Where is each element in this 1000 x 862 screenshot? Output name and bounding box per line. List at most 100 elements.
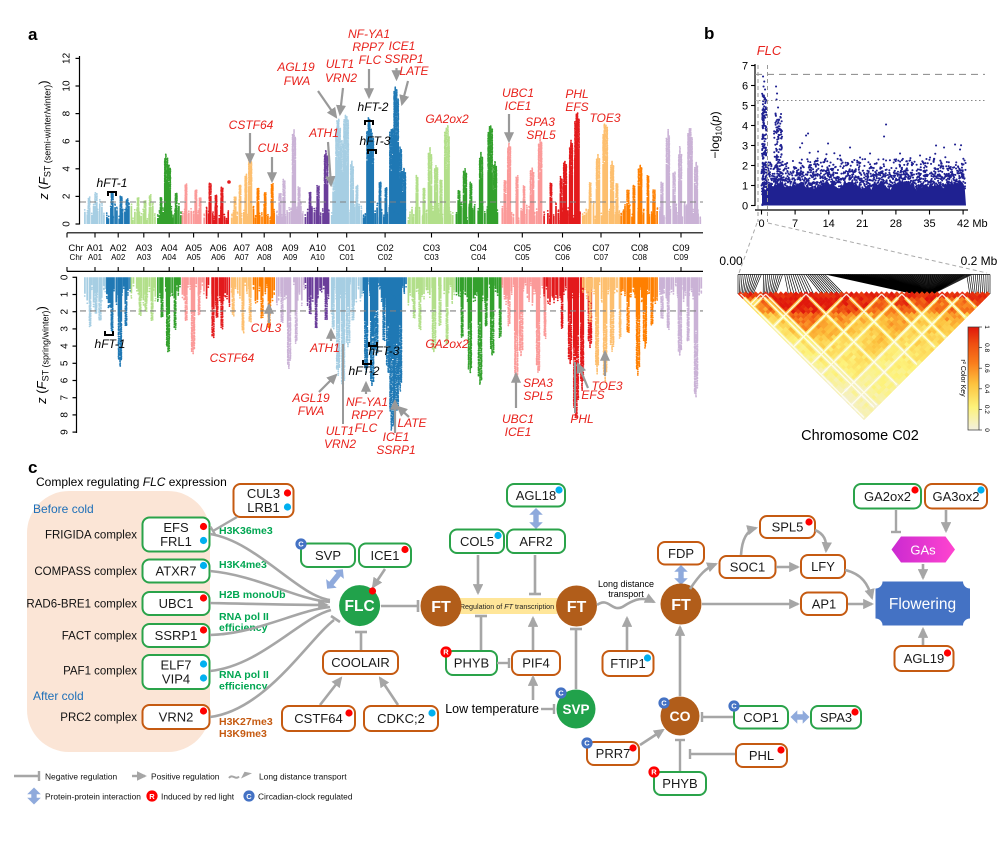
svg-text:0.4: 0.4 [983, 384, 990, 393]
svg-text:After cold: After cold [33, 689, 84, 703]
svg-text:Mb: Mb [972, 218, 987, 230]
svg-text:C09: C09 [672, 243, 689, 254]
svg-text:LFY: LFY [811, 559, 835, 574]
svg-text:hFT-3: hFT-3 [360, 134, 391, 148]
svg-text:ATH1: ATH1 [309, 341, 340, 355]
svg-text:Positive regulation: Positive regulation [151, 772, 220, 782]
svg-text:AP1: AP1 [812, 596, 837, 611]
svg-text:C09: C09 [674, 253, 689, 262]
svg-text:Complex regulating FLC express: Complex regulating FLC expression [36, 475, 227, 489]
svg-text:A01: A01 [88, 253, 103, 262]
svg-text:CUL3: CUL3 [251, 321, 282, 335]
svg-text:FLC: FLC [345, 598, 375, 615]
svg-text:C02: C02 [378, 253, 393, 262]
svg-text:RAD6-BRE1 complex: RAD6-BRE1 complex [26, 599, 137, 611]
svg-text:5: 5 [742, 101, 748, 113]
svg-text:Before cold: Before cold [33, 502, 94, 516]
svg-text:C07: C07 [594, 253, 609, 262]
svg-text:Long distance transport: Long distance transport [259, 772, 347, 782]
svg-text:COOLAIR: COOLAIR [331, 655, 390, 670]
svg-text:9: 9 [60, 429, 71, 435]
svg-text:CDKC;2: CDKC;2 [377, 711, 425, 726]
svg-text:A06: A06 [210, 243, 227, 254]
svg-text:EFS: EFS [565, 100, 588, 114]
svg-text:A01: A01 [87, 243, 104, 254]
svg-text:−log10(p): −log10(p) [708, 111, 724, 158]
svg-text:C03: C03 [423, 243, 440, 254]
svg-text:7: 7 [742, 61, 748, 73]
svg-text:UBC1: UBC1 [159, 596, 194, 611]
svg-text:PHYB: PHYB [662, 776, 697, 791]
svg-text:PHL: PHL [749, 748, 774, 763]
svg-text:FT: FT [567, 599, 587, 616]
svg-text:FRL1: FRL1 [160, 534, 192, 549]
svg-text:c: c [28, 458, 37, 477]
svg-text:PRC2 complex: PRC2 complex [60, 712, 137, 724]
svg-text:R: R [443, 648, 449, 657]
svg-text:8: 8 [60, 412, 71, 418]
svg-text:COMPASS complex: COMPASS complex [34, 566, 137, 578]
svg-text:R: R [651, 768, 657, 777]
svg-text:C: C [298, 540, 304, 549]
svg-text:LRB1: LRB1 [247, 500, 280, 515]
svg-text:FLC: FLC [355, 421, 378, 435]
svg-text:35: 35 [923, 218, 935, 230]
svg-text:AGL19: AGL19 [276, 60, 315, 74]
svg-text:3: 3 [60, 326, 71, 332]
svg-text:EFS: EFS [163, 520, 189, 535]
svg-text:C: C [584, 739, 590, 748]
svg-text:0.00: 0.00 [719, 254, 743, 268]
svg-text:PRR7: PRR7 [596, 746, 631, 761]
svg-text:Chr: Chr [70, 253, 83, 262]
svg-text:b: b [704, 24, 714, 43]
svg-text:PHL: PHL [565, 87, 588, 101]
svg-text:Negative regulation: Negative regulation [45, 772, 118, 782]
svg-text:SPA3: SPA3 [523, 376, 553, 390]
svg-text:A10: A10 [310, 253, 325, 262]
svg-text:SSRP1: SSRP1 [155, 628, 198, 643]
svg-text:GAs: GAs [910, 543, 936, 558]
svg-text:A04: A04 [162, 253, 177, 262]
svg-text:ICE1: ICE1 [505, 425, 532, 439]
svg-text:Flowering: Flowering [889, 596, 956, 613]
svg-text:GA3ox2: GA3ox2 [933, 489, 980, 504]
svg-text:C08: C08 [632, 253, 647, 262]
svg-text:C: C [558, 689, 564, 698]
svg-text:H3K4me3: H3K4me3 [219, 559, 267, 571]
svg-text:GA2ox2: GA2ox2 [864, 489, 911, 504]
svg-text:28: 28 [890, 218, 902, 230]
svg-text:A07: A07 [235, 253, 250, 262]
svg-text:GA2ox2: GA2ox2 [425, 112, 469, 126]
svg-text:0: 0 [62, 221, 73, 227]
svg-text:0: 0 [742, 201, 748, 213]
svg-text:6: 6 [62, 138, 73, 144]
svg-text:ULT1: ULT1 [326, 57, 354, 71]
svg-text:efficiency: efficiency [219, 622, 268, 634]
svg-text:A09: A09 [282, 243, 299, 254]
svg-text:UBC1: UBC1 [502, 412, 534, 426]
svg-text:hFT-2: hFT-2 [349, 364, 380, 378]
svg-text:A02: A02 [111, 253, 126, 262]
svg-text:AFR2: AFR2 [519, 534, 552, 549]
svg-text:FLC: FLC [359, 53, 382, 67]
svg-text:CSTF64: CSTF64 [210, 351, 255, 365]
svg-text:0: 0 [983, 428, 990, 432]
svg-text:Low temperature: Low temperature [445, 702, 539, 716]
svg-text:21: 21 [856, 218, 868, 230]
svg-text:ICE1: ICE1 [383, 430, 410, 444]
svg-text:FT: FT [431, 599, 451, 616]
svg-text:r² Color Key: r² Color Key [959, 359, 966, 397]
svg-text:C03: C03 [424, 253, 439, 262]
svg-text:COL5: COL5 [460, 534, 494, 549]
svg-text:VRN2: VRN2 [159, 710, 194, 725]
svg-text:7: 7 [60, 394, 71, 400]
svg-text:ICE1: ICE1 [505, 99, 532, 113]
svg-text:VRN2: VRN2 [324, 437, 356, 451]
svg-text:3: 3 [742, 141, 748, 153]
svg-text:A04: A04 [161, 243, 178, 254]
svg-text:Circadian-clock regulated: Circadian-clock regulated [258, 792, 353, 802]
svg-text:FACT complex: FACT complex [62, 631, 137, 643]
svg-text:0: 0 [758, 218, 764, 230]
svg-text:C04: C04 [471, 253, 486, 262]
svg-text:Chr: Chr [68, 243, 83, 254]
